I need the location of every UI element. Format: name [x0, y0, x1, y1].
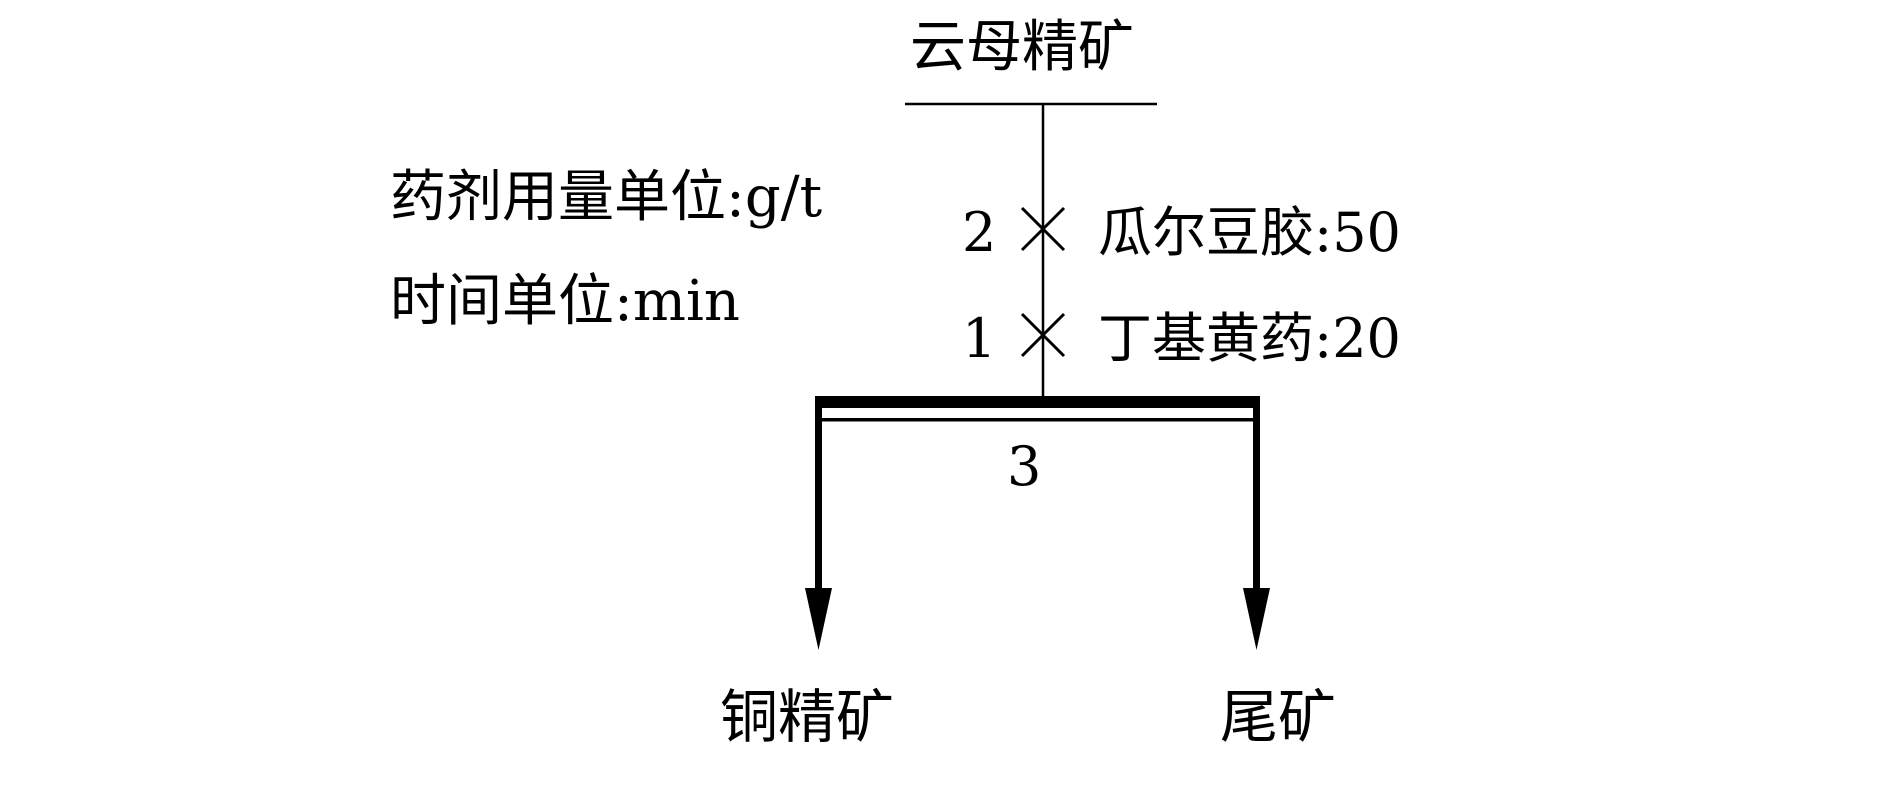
flotation-cell — [815, 396, 1260, 422]
reagent-cross-1 — [1020, 312, 1066, 358]
concentrate-label: 铜精矿 — [720, 683, 895, 751]
tailings-arrow — [1243, 400, 1270, 650]
reagent-step-label: 丁基黄药:20 — [1098, 307, 1401, 370]
feed-label: 云母精矿 — [910, 15, 1134, 80]
tailings-label: 尾矿 — [1220, 683, 1337, 751]
reagent-step-time: 2 — [962, 201, 997, 264]
reagent-cross-2 — [1020, 206, 1066, 252]
concentrate-arrow — [805, 400, 832, 650]
reagent-step-time: 1 — [962, 307, 997, 370]
dosage-unit-note: 药剂用量单位:g/t — [390, 165, 823, 230]
flotation-cell-time: 3 — [1007, 435, 1042, 498]
time-unit-note: 时间单位:min — [390, 269, 740, 334]
reagent-step-label: 瓜尔豆胶:50 — [1098, 201, 1401, 264]
